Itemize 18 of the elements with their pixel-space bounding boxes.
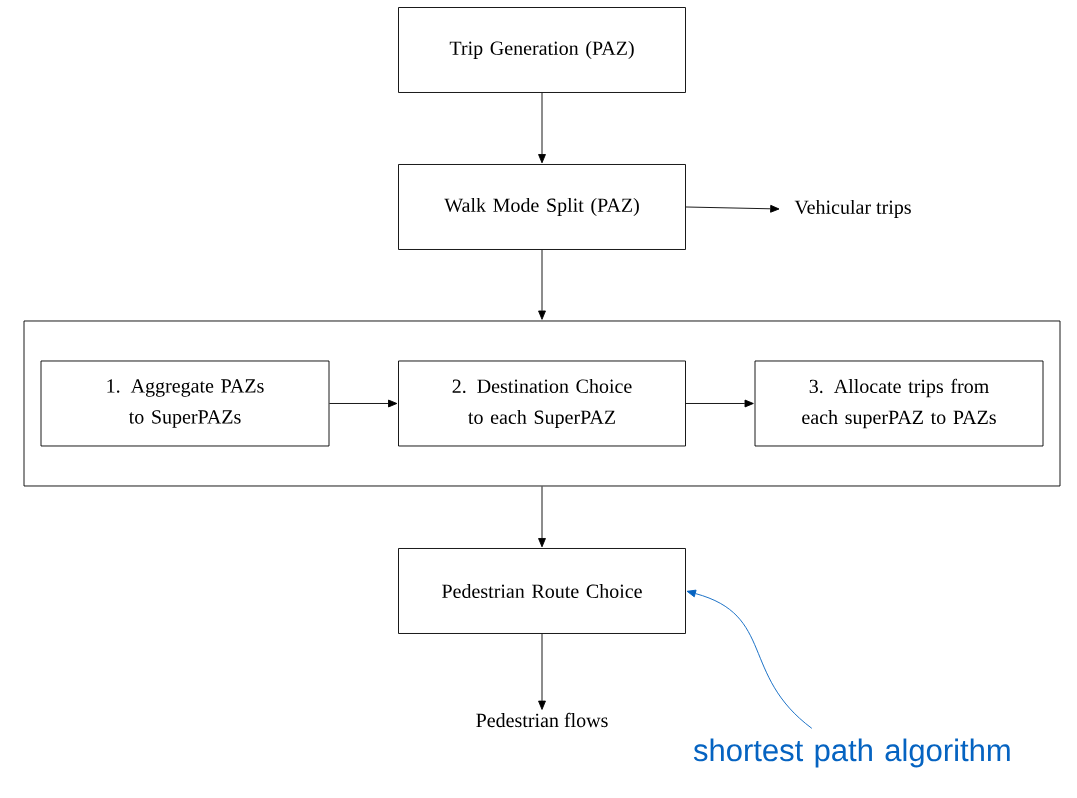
process-box: 1. Aggregate PAZs to SuperPAZs	[40, 360, 330, 447]
process-box: 3. Allocate trips from each superPAZ to PAZs	[754, 360, 1044, 447]
output-label: Vehicular trips	[794, 199, 911, 219]
arrow	[686, 589, 813, 729]
arrow	[329, 399, 398, 408]
arrow	[685, 204, 780, 213]
group-frame	[23, 320, 1061, 487]
process-box: Trip Generation (PAZ)	[398, 7, 686, 93]
process-box: Walk Mode Split (PAZ)	[398, 164, 686, 250]
process-box: 2. Destination Choice to each SuperPAZ	[398, 360, 686, 447]
arrow	[538, 633, 546, 710]
output-label: Pedestrian flows	[476, 712, 608, 728]
annotation-text: shortest path algorithm	[693, 738, 1010, 768]
process-box: Pedestrian Route Choice	[398, 548, 686, 634]
arrow	[538, 486, 546, 548]
arrow	[538, 249, 546, 320]
arrow	[538, 92, 546, 164]
arrow	[685, 399, 754, 408]
